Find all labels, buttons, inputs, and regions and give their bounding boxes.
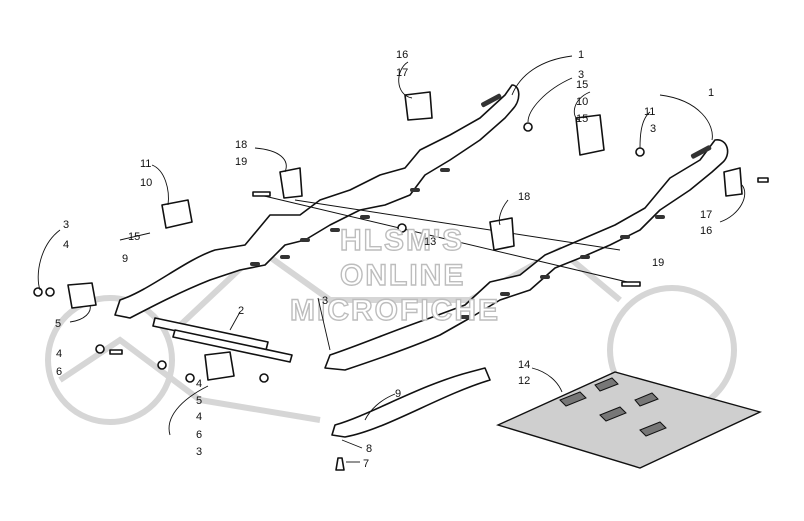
track-section (496, 371, 763, 469)
callout-17: 17 (396, 67, 408, 79)
callout-labels: 1 1 2 3 3 3 3 3 4 4 4 4 5 5 6 6 7 8 9 9 … (55, 49, 714, 470)
callout-17: 17 (700, 209, 712, 221)
callout-15: 15 (576, 113, 588, 125)
callout-12: 12 (518, 375, 530, 387)
wear-strip (331, 367, 491, 438)
callout-16: 16 (700, 225, 712, 237)
callout-15: 15 (576, 79, 588, 91)
fasteners (33, 122, 769, 471)
callout-3: 3 (322, 295, 328, 307)
bumper-blocks (67, 282, 235, 381)
callout-10: 10 (576, 96, 588, 108)
watermark-line3: MICROFICHE (290, 294, 500, 327)
callout-13: 13 (424, 236, 436, 248)
right-slide-rail (324, 139, 729, 371)
callout-3: 3 (578, 69, 584, 81)
watermark-line1: HLSM'S (340, 224, 464, 257)
callout-14: 14 (518, 359, 530, 371)
cross-shafts (152, 194, 641, 363)
callout-11: 11 (644, 106, 655, 118)
callout-5: 5 (55, 318, 61, 330)
callout-3: 3 (196, 446, 202, 458)
callout-4: 4 (56, 348, 62, 360)
callout-15: 15 (128, 231, 140, 243)
callout-4: 4 (63, 239, 69, 251)
callout-9: 9 (122, 253, 128, 265)
leader-lines (37, 55, 746, 463)
watermark-text: HLSM'S ONLINE MICROFICHE (289, 223, 500, 327)
callout-1: 1 (578, 49, 584, 61)
callout-2: 2 (238, 305, 244, 317)
callout-8: 8 (366, 443, 372, 455)
callout-5: 5 (196, 395, 202, 407)
callout-10: 10 (140, 177, 152, 189)
callout-3: 3 (650, 123, 656, 135)
callout-18: 18 (518, 191, 530, 203)
callout-1: 1 (708, 87, 714, 99)
left-slide-rail (114, 84, 520, 319)
callout-18: 18 (235, 139, 247, 151)
callout-19: 19 (652, 257, 664, 269)
callout-6: 6 (56, 366, 62, 378)
watermark-line2: ONLINE (340, 259, 465, 292)
callout-11: 11 (140, 158, 151, 170)
brackets (161, 91, 743, 251)
callout-16: 16 (396, 49, 408, 61)
callout-6: 6 (196, 429, 202, 441)
callout-19: 19 (235, 156, 247, 168)
callout-9: 9 (395, 388, 401, 400)
callout-4: 4 (196, 378, 202, 390)
callout-7: 7 (363, 458, 369, 470)
callout-4: 4 (196, 411, 202, 423)
callout-3: 3 (63, 219, 69, 231)
